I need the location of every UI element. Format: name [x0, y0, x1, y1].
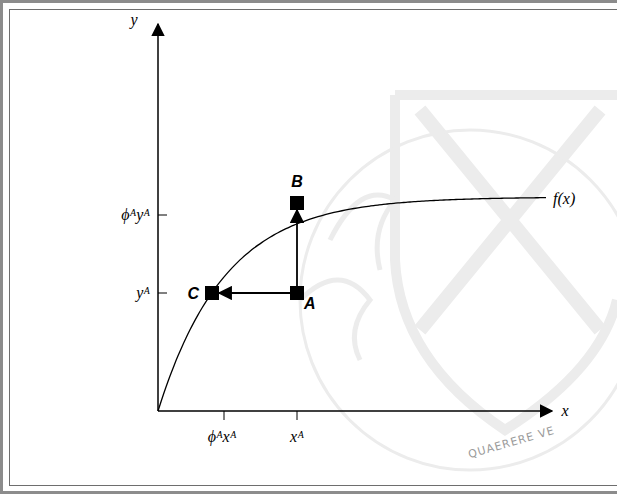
tick-label: ϕᴬxᴬ: [208, 428, 237, 446]
point-marker: C: [205, 286, 219, 300]
point-label: B: [291, 174, 303, 190]
tick-label: xᴬ: [290, 428, 304, 446]
production-curve: [158, 198, 546, 411]
tick-mark: [158, 215, 167, 216]
axis-label: x: [561, 402, 568, 420]
watermark-crest: [300, 95, 617, 470]
tick-mark: [158, 293, 167, 294]
axis-label: y: [130, 11, 137, 29]
change-arrow: [296, 210, 298, 286]
y-axis: [157, 24, 159, 411]
watermark-text: QUAERERE VE: [467, 425, 556, 461]
tick-label: yᴬ: [136, 284, 150, 302]
point-marker: A: [290, 286, 304, 300]
point-marker: B: [290, 196, 304, 210]
tick-label: ϕᴬyᴬ: [121, 206, 150, 224]
tick-mark: [224, 411, 225, 420]
change-arrow: [219, 292, 290, 294]
tick-mark: [297, 411, 298, 420]
curve-label: f(x): [553, 190, 575, 208]
x-axis: [158, 410, 552, 412]
point-label: A: [304, 296, 316, 312]
point-label: C: [187, 286, 199, 302]
inner-frame: [10, 10, 617, 486]
